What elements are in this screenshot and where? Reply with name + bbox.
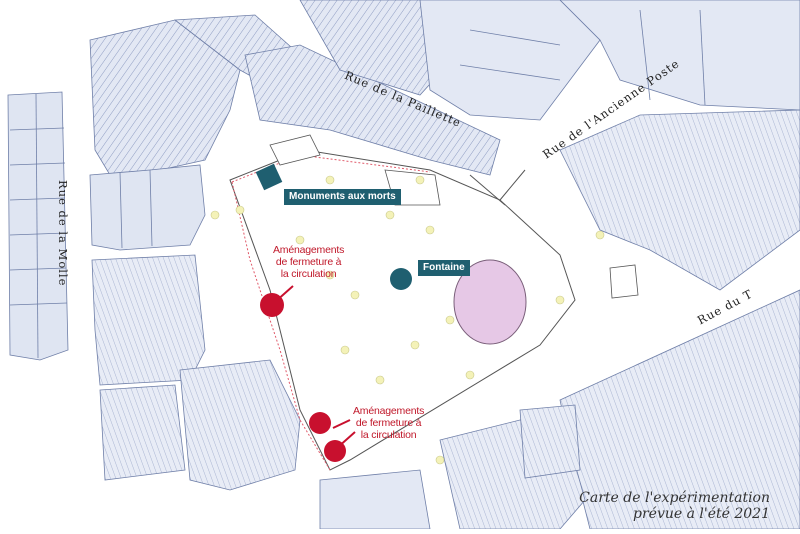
closure-north-line3: la circulation	[280, 268, 337, 280]
closure-label-north: Aménagements de fermeture à la circulati…	[273, 244, 344, 280]
block-northeast	[419, 0, 800, 121]
closure-south-line2: de fermeture à	[355, 417, 422, 429]
block-northwest-inner	[89, 164, 206, 251]
closure-marker-south-2	[324, 440, 346, 462]
fontaine-marker	[390, 268, 412, 290]
square-outline	[229, 149, 576, 471]
monuments-marker	[255, 163, 283, 191]
block-south	[319, 469, 431, 530]
closure-marker-south-1	[309, 412, 331, 434]
small-buildings	[269, 134, 639, 299]
closure-south-line3: la circulation	[360, 429, 417, 441]
block-east	[559, 109, 800, 291]
closure-marker-north	[260, 293, 284, 317]
closure-label-south: Aménagements de fermeture à la circulati…	[353, 405, 424, 441]
closure-north-line1: Aménagements	[273, 244, 345, 256]
fontaine-label: Fontaine	[418, 260, 470, 276]
block-west	[7, 91, 69, 361]
block-west-middle	[91, 254, 301, 491]
closure-south-line1: Aménagements	[353, 405, 425, 417]
caption-line2: prévue à l'été 2021	[633, 506, 770, 522]
map-caption: Carte de l'expérimentation prévue à l'ét…	[579, 490, 770, 522]
basin	[453, 259, 527, 345]
closure-north-line2: de fermeture à	[275, 256, 342, 268]
monuments-label: Monuments aux morts	[284, 189, 401, 205]
tree-dots	[210, 175, 605, 465]
street-molle: Rue de la Molle	[56, 180, 70, 287]
block-southeast	[439, 289, 800, 530]
caption-line1: Carte de l'expérimentation	[579, 490, 770, 506]
